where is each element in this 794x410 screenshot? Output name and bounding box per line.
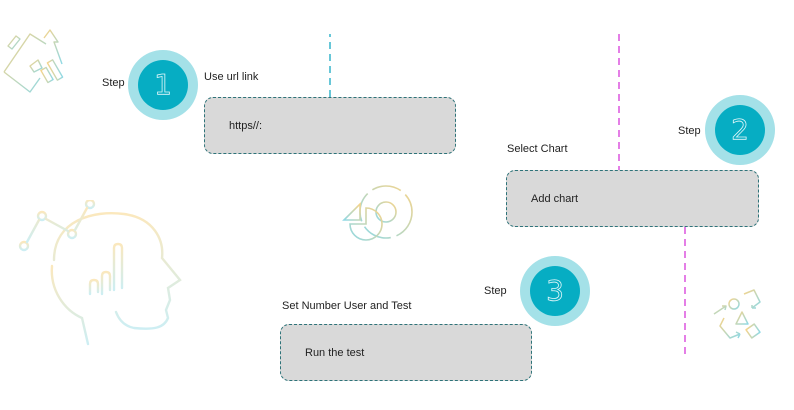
pie-chart-icon — [342, 185, 413, 241]
briefcase-growth-icon — [3, 29, 64, 93]
step-number: 2 — [731, 113, 750, 146]
step-label: Step — [484, 285, 507, 297]
add-chart-card[interactable]: Add chart — [506, 170, 759, 227]
head-analytics-icon — [18, 200, 182, 346]
step-label: Step — [678, 125, 701, 137]
step-caption: Set Number User and Test — [282, 300, 412, 312]
step-label: Step — [102, 77, 125, 89]
step-number: 1 — [154, 68, 173, 101]
card-text: Add chart — [531, 192, 579, 205]
step-caption: Select Chart — [507, 143, 568, 155]
step-badge-2: 2 — [705, 95, 775, 165]
step-badge-1: 1 — [128, 50, 198, 120]
step-badge-3: 3 — [520, 256, 590, 326]
url-link-card[interactable]: https//: — [204, 97, 456, 154]
run-test-card[interactable]: Run the test — [280, 324, 532, 381]
step-caption: Use url link — [204, 71, 259, 83]
shapes-flow-icon — [713, 289, 761, 339]
card-text: Run the test — [305, 346, 365, 359]
card-text: https//: — [229, 119, 263, 132]
step-number: 3 — [546, 274, 565, 307]
